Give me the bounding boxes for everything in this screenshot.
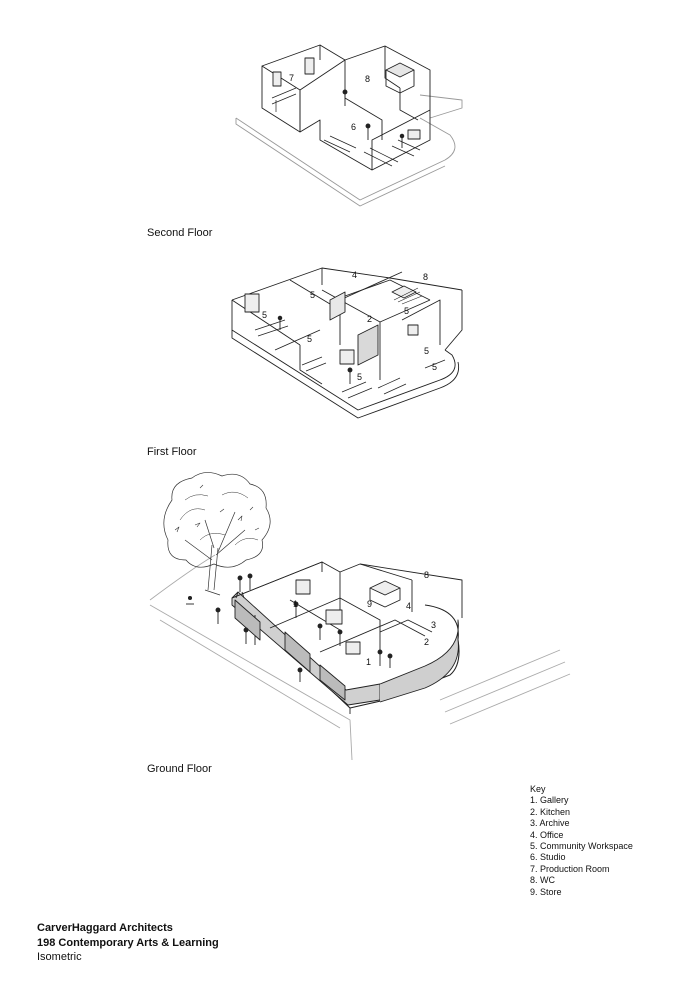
firm-name: CarverHaggard Architects: [37, 922, 173, 934]
people-figures: [186, 573, 393, 682]
room-number: 6: [351, 122, 356, 132]
ground-floor-drawing: [149, 472, 571, 761]
key-item: 7. Production Room: [530, 863, 610, 874]
room-number: 5: [357, 372, 362, 382]
key-item: 4. Office: [530, 829, 564, 840]
second-floor-label: Second Floor: [147, 227, 213, 239]
second-floor-drawing: [235, 44, 463, 207]
second-floor-room-numbers: 7 8 6: [289, 73, 370, 132]
room-key-legend: Key 1. Gallery 2. Kitchen 3. Archive 4. …: [530, 784, 633, 898]
credits-block: CarverHaggard Architects 198 Contemporar…: [37, 921, 219, 965]
room-number: 1: [366, 657, 371, 667]
key-item: 5. Community Workspace: [530, 841, 633, 852]
room-number: 3: [431, 620, 436, 630]
room-number: 2: [424, 637, 429, 647]
room-number: 5: [404, 306, 409, 316]
key-title: Key: [530, 784, 546, 794]
project-name: 198 Contemporary Arts & Learning: [37, 936, 219, 949]
view-type: Isometric: [37, 951, 82, 963]
room-number: 5: [262, 310, 267, 320]
first-floor-room-numbers: 4 8 5 5 5 2 5 5 5 5: [262, 270, 437, 382]
tree-drawing: [163, 472, 271, 596]
ground-floor-label: Ground Floor: [147, 763, 212, 775]
room-number: 5: [307, 334, 312, 344]
key-item: 6. Studio: [530, 852, 566, 863]
key-item: 8. WC: [530, 875, 556, 886]
room-number: 5: [310, 290, 315, 300]
room-number: 1: [293, 599, 298, 609]
room-number: 5: [424, 346, 429, 356]
first-floor-label: First Floor: [147, 446, 197, 458]
first-floor-drawing: [231, 267, 463, 419]
room-number: 7: [289, 73, 294, 83]
key-item: 9. Store: [530, 886, 562, 897]
room-number: 9: [367, 599, 372, 609]
room-number: 8: [424, 570, 429, 580]
room-number: 2: [367, 314, 372, 324]
key-item: 1. Gallery: [530, 795, 569, 806]
room-number: 4: [406, 601, 411, 611]
room-number: 4: [352, 270, 357, 280]
room-number: 8: [365, 74, 370, 84]
key-item: 3. Archive: [530, 818, 570, 829]
room-number: 8: [423, 272, 428, 282]
room-number: 5: [432, 362, 437, 372]
ground-floor-room-numbers: 8 9 4 3 2 1 1: [293, 570, 436, 667]
key-item: 2. Kitchen: [530, 806, 571, 817]
